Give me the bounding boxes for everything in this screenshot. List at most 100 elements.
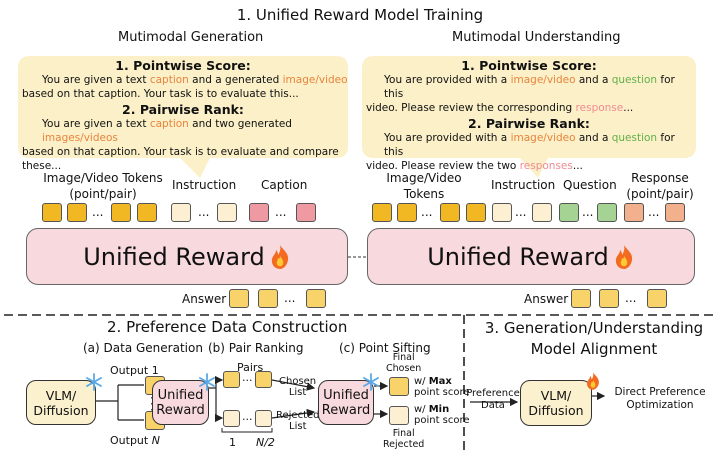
generation-bubble: 1. Pointwise Score: You are given a text… — [18, 58, 348, 173]
pref-line2: Data — [481, 400, 505, 411]
preference-data-label: Preference Data — [466, 388, 520, 412]
token — [647, 289, 667, 308]
pair-token — [255, 371, 272, 388]
gen-pw-line2: based on that caption. Your task is to e… — [22, 88, 299, 100]
gen-pr-text-b: and two generated — [188, 118, 292, 130]
snowflake-icon — [86, 373, 102, 391]
snowflake-icon — [363, 373, 379, 391]
token — [559, 203, 579, 222]
und-pw-text-c: for this — [384, 74, 675, 100]
token — [171, 203, 191, 222]
wmin-prefix: w/ — [414, 404, 429, 415]
final-rejected-line2: Rejected — [383, 439, 425, 450]
vlm-label-line2: Diffusion — [33, 402, 89, 418]
wmin: Min — [428, 404, 450, 415]
und-pr-responses: responses — [519, 160, 573, 172]
section2-title: 2. Preference Data Construction — [107, 318, 348, 336]
dpo-line2: Optimization — [626, 399, 694, 411]
unified-label-line2: Reward — [156, 402, 205, 418]
und-pr-text-d: video. Please review the two — [366, 160, 520, 172]
min-point-score: w/ Min point score — [414, 404, 470, 426]
unified-reward-generation: Unified Reward — [26, 228, 348, 285]
min-point-score-text: point score — [414, 415, 470, 426]
vlm-align-line2: Diffusion — [528, 403, 584, 418]
gen-pairwise-text: You are given a text caption and two gen… — [18, 117, 348, 145]
left-image-tokens-label: Image/Video Tokens (point/pair) — [40, 170, 166, 202]
step-c-label: (c) Point Sifting — [339, 341, 431, 355]
gen-pw-text-b: and a generated — [188, 74, 283, 86]
token — [624, 203, 644, 222]
unified-label-line2: Reward — [321, 402, 371, 418]
token — [599, 289, 619, 308]
final-chosen-line1: Final — [392, 352, 415, 363]
und-pr-text-b: and a — [575, 132, 612, 144]
token — [440, 203, 460, 222]
step-b-label: (b) Pair Ranking — [208, 341, 304, 355]
understanding-bubble-shape — [362, 56, 696, 178]
und-pw-text-b: and a — [575, 74, 612, 86]
vertical-ellipsis: ··· — [150, 392, 154, 416]
und-pr-text-c: for this — [384, 132, 675, 158]
und-pr-question: question — [611, 132, 658, 144]
right-image-label-line1: Image/Video — [386, 171, 462, 185]
gen-pw-caption: caption — [149, 74, 189, 86]
und-pw-text-a: You are provided with a — [384, 74, 511, 86]
fire-icon — [271, 244, 288, 269]
token — [492, 203, 512, 222]
pair-token — [255, 410, 272, 427]
right-question-label: Question — [563, 178, 617, 192]
gen-pw-text-a: You are given a text — [42, 74, 150, 86]
dpo-label: Direct Preference Optimization — [604, 386, 716, 412]
ellipsis: ... — [275, 205, 287, 219]
token — [466, 203, 486, 222]
rejected-line1: Rejected — [276, 410, 320, 421]
token — [42, 203, 62, 222]
token — [296, 203, 316, 222]
ellipsis: ... — [625, 291, 637, 305]
right-instruction-label: Instruction — [491, 178, 556, 192]
token — [111, 203, 131, 222]
token — [571, 289, 591, 308]
section3-title: 3. Generation/Understanding Model Alignm… — [468, 318, 720, 360]
max-point-score-text: point score — [414, 387, 470, 398]
und-pw-response: response — [575, 102, 624, 114]
vlm-align-line1: VLM/ — [540, 388, 572, 403]
ellipsis: ... — [242, 371, 253, 384]
left-image-label-line1: Image/Video Tokens — [43, 171, 163, 185]
token — [597, 203, 617, 222]
gen-pr-line2: based on that caption. Your task is to e… — [22, 146, 339, 158]
generation-subtitle: Mutimodal Generation — [118, 30, 264, 45]
ellipsis: ... — [582, 205, 594, 219]
snowflake-icon — [199, 373, 215, 391]
gen-pr-line3: these... — [22, 160, 62, 172]
token — [372, 203, 392, 222]
und-pw-line2: video. Please review the corresponding r… — [362, 101, 696, 115]
generation-bubble-shape — [18, 56, 348, 178]
und-pw-question: question — [611, 74, 658, 86]
und-pr-media: image/video — [510, 132, 576, 144]
understanding-bubble: 1. Pointwise Score: You are provided wit… — [362, 58, 696, 173]
token — [137, 203, 157, 222]
und-pairwise-text: You are provided with a image/video and … — [362, 131, 696, 159]
token — [306, 289, 326, 308]
wmax-prefix: w/ — [414, 376, 429, 387]
right-image-label-line2: Tokens — [403, 187, 445, 201]
pref-line1: Preference — [466, 388, 520, 399]
unified-reward-label: Unified Reward — [83, 242, 265, 271]
output-n-prefix: Output — [110, 434, 152, 447]
und-pairwise-title: 2. Pairwise Rank: — [468, 116, 590, 131]
rejected-line2: List — [289, 421, 307, 432]
token — [665, 203, 685, 222]
und-pr-text-a: You are provided with a — [384, 132, 511, 144]
token — [258, 289, 278, 308]
wmax: Max — [428, 376, 452, 387]
fire-icon — [587, 372, 599, 390]
unified-reward-label: Unified Reward — [427, 242, 609, 271]
und-pr-line2: video. Please review the two responses..… — [362, 159, 696, 173]
